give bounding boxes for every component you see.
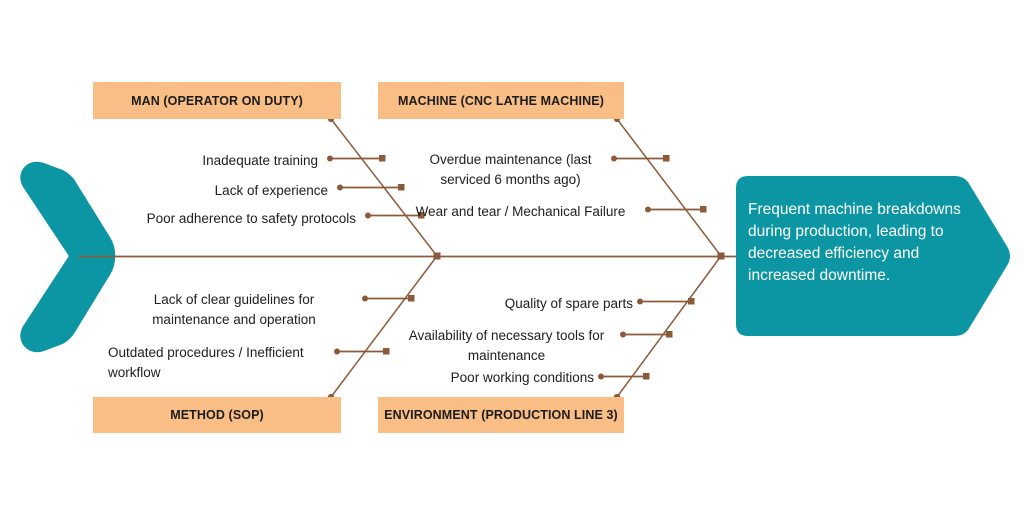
connector-machine-0-cap [663,155,670,162]
connector-man-2-cap [418,212,425,219]
connector-method-0-cap [408,295,415,302]
connector-machine-1-dot [645,206,651,213]
effect-box-shape [736,176,1010,336]
connector-env-0-cap [688,298,695,305]
bone-environment [616,255,722,398]
cause-label-environment-availability-of-tools[interactable]: Availability of necessary tools for main… [408,328,605,363]
bone-machine [616,118,722,257]
connector-method-1-dot [334,348,340,355]
category-box-man[interactable]: MAN (OPERATOR ON DUTY) [93,82,341,119]
connector-machine-1-cap [700,206,707,213]
spine-junction-left [433,252,441,260]
connector-man-2-dot [365,212,371,219]
cause-label-method-lack-of-clear-guidelines[interactable]: Lack of clear guidelines for maintenance… [152,292,316,327]
category-box-method[interactable]: METHOD (SOP) [93,397,341,433]
connector-method-0-dot [362,295,368,302]
connector-man-0-dot [327,155,333,162]
connector-env-1-cap [666,331,673,338]
cause-label-environment-quality-of-spare-parts[interactable]: Quality of spare parts [504,296,633,311]
cause-label-machine-wear-and-tear[interactable]: Wear and tear / Mechanical Failure [415,204,626,219]
cause-label-environment-poor-working-conditions[interactable]: Poor working conditions [450,370,594,385]
bone-method [330,255,438,398]
cause-label-man-lack-of-experience[interactable]: Lack of experience [214,183,328,198]
cause-label-method-outdated-procedures[interactable]: Outdated procedures / Inefficient workfl… [108,345,304,380]
connector-man-1-dot [337,184,343,191]
cause-label-machine-overdue-maintenance[interactable]: Overdue maintenance (last serviced 6 mon… [429,152,592,187]
category-box-machine[interactable]: MACHINE (CNC LATHE MACHINE) [378,82,624,119]
connector-man-1-cap [398,184,405,191]
connector-machine-0-dot [611,155,617,162]
category-box-environment[interactable]: ENVIRONMENT (PRODUCTION LINE 3) [378,397,624,433]
connector-env-2-dot [598,373,604,380]
connector-man-0-cap [379,155,386,162]
connector-env-2-cap [643,373,650,380]
spine-junction-right [717,252,725,260]
cause-label-man-inadequate-training[interactable]: Inadequate training [202,153,318,168]
effect-statement-text: Frequent machine breakdowns during produ… [748,201,961,284]
cause-label-man-poor-adherence-to-safety-protocols[interactable]: Poor adherence to safety protocols [146,211,356,226]
connector-env-1-dot [620,331,626,338]
connector-method-1-cap [383,348,390,355]
connector-env-0-dot [637,298,643,305]
